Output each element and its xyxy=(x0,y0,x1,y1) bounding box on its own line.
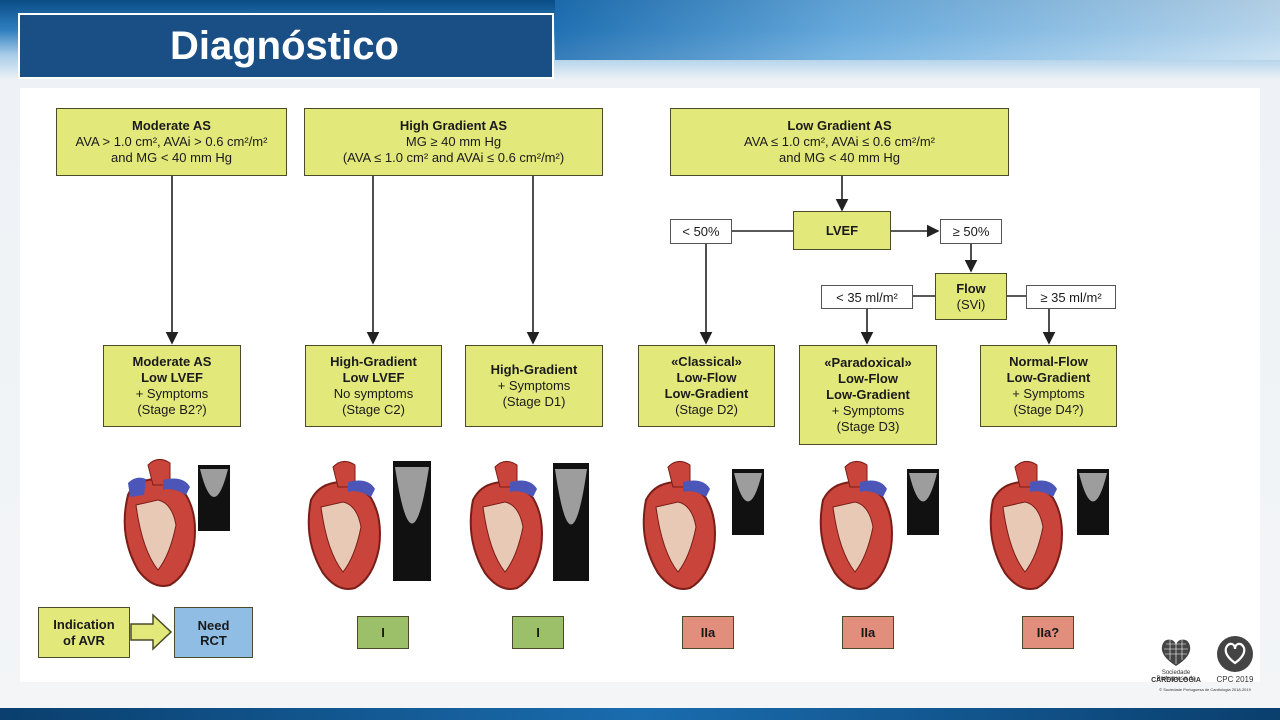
stage-d2-line2: Low-Flow xyxy=(676,370,737,385)
stage-c2-sub1: No symptoms xyxy=(333,386,414,401)
stage-d1-line1: High-Gradient xyxy=(490,362,578,377)
stage-box-c2: High-Gradient Low LVEF No symptoms (Stag… xyxy=(305,345,442,427)
lvef-box: LVEF xyxy=(793,211,891,250)
stage-c2-line2: Low LVEF xyxy=(342,370,405,385)
stage-d1-sub2: (Stage D1) xyxy=(502,394,566,409)
flow-low-text: < 35 ml/m² xyxy=(836,289,898,305)
low-gradient-as-line2: and MG < 40 mm Hg xyxy=(778,150,901,165)
stage-d2-sub1: (Stage D2) xyxy=(675,402,738,417)
legend-indication-text: Indication of AVR xyxy=(53,616,115,648)
stage-c2-line1: High-Gradient xyxy=(330,354,417,369)
class-box-d3: IIa xyxy=(842,616,894,649)
low-gradient-as-line1: AVA ≤ 1.0 cm², AVAi ≤ 0.6 cm²/m² xyxy=(743,134,935,149)
slide-title: Diagnóstico xyxy=(170,23,399,68)
spc-logo-name: CARDIOLOGIA xyxy=(1151,677,1201,684)
stage-d3-sub1: + Symptoms xyxy=(831,403,905,418)
stage-b2-sub2: (Stage B2?) xyxy=(137,402,207,417)
high-gradient-as-box: High Gradient AS MG ≥ 40 mm Hg (AVA ≤ 1.… xyxy=(304,108,603,176)
heart-illustration-1 xyxy=(123,459,230,587)
class-box-d1: I xyxy=(512,616,564,649)
heart-illustration-2 xyxy=(307,461,431,590)
lvef-low-label: < 50% xyxy=(670,219,732,244)
stage-d2-line1: «Classical» xyxy=(671,354,742,369)
lvef-high-text: ≥ 50% xyxy=(952,224,990,239)
flow-sub: (SVi) xyxy=(956,296,986,312)
lvef-high-label: ≥ 50% xyxy=(940,219,1002,244)
flow-box: Flow (SVi) xyxy=(935,273,1007,320)
low-gradient-as-box: Low Gradient AS AVA ≤ 1.0 cm², AVAi ≤ 0.… xyxy=(670,108,1009,176)
lvef-low-text: < 50% xyxy=(682,224,720,239)
lvef-label: LVEF xyxy=(825,222,859,238)
flow-title: Flow xyxy=(956,280,986,296)
stage-box-d4: Normal-Flow Low-Gradient + Symptoms (Sta… xyxy=(980,345,1117,427)
stage-d3-line3: Low-Gradient xyxy=(826,387,910,402)
legend-arrow xyxy=(130,613,173,651)
moderate-as-box: Moderate AS AVA > 1.0 cm², AVAi > 0.6 cm… xyxy=(56,108,287,176)
high-gradient-as-line1: MG ≥ 40 mm Hg xyxy=(405,134,502,149)
stage-box-d2: «Classical» Low-Flow Low-Gradient (Stage… xyxy=(638,345,775,427)
stage-d2-line3: Low-Gradient xyxy=(664,386,749,401)
stage-d4-line1: Normal-Flow xyxy=(1009,354,1088,369)
heart-illustration-5 xyxy=(819,461,939,590)
spc-logo-icon xyxy=(1161,639,1191,666)
moderate-as-line1: AVA > 1.0 cm², AVAi > 0.6 cm²/m² xyxy=(75,134,268,149)
heart-illustration-3 xyxy=(469,461,589,590)
stage-c2-sub2: (Stage C2) xyxy=(342,402,405,417)
footer-bar xyxy=(0,708,1280,720)
class-d2-text: IIa xyxy=(700,625,716,640)
cpc-logo-icon xyxy=(1217,636,1253,672)
slide-title-box: Diagnóstico xyxy=(18,13,554,79)
spc-logo-org: Sociedade Portuguesa de xyxy=(1156,670,1196,682)
stage-d3-line2: Low-Flow xyxy=(838,371,898,386)
flow-high-text: ≥ 35 ml/m² xyxy=(1040,289,1102,305)
class-box-d2: IIa xyxy=(682,616,734,649)
logo-copyright: © Sociedade Portuguesa de Cardiologia 20… xyxy=(1159,687,1251,692)
header-banner-decoration xyxy=(555,0,1280,60)
heart-illustration-4 xyxy=(642,461,764,590)
legend-need-rct-text: Need RCT xyxy=(197,617,230,648)
stage-box-d1: High-Gradient + Symptoms (Stage D1) xyxy=(465,345,603,427)
legend-indication-box: Indication of AVR xyxy=(38,607,130,658)
stage-d4-sub1: + Symptoms xyxy=(1012,386,1085,401)
moderate-as-line2: and MG < 40 mm Hg xyxy=(110,150,233,165)
flow-low-label: < 35 ml/m² xyxy=(821,285,913,309)
low-gradient-as-title: Low Gradient AS xyxy=(787,118,892,133)
stage-d4-line2: Low-Gradient xyxy=(1006,370,1091,385)
class-d4-text: IIa? xyxy=(1036,625,1060,640)
high-gradient-as-title: High Gradient AS xyxy=(399,118,508,133)
stage-b2-line1: Moderate AS xyxy=(132,354,212,369)
stage-d3-sub2: (Stage D3) xyxy=(836,419,900,434)
stage-b2-line2: Low LVEF xyxy=(141,370,203,385)
stage-d1-sub1: + Symptoms xyxy=(497,378,571,393)
stage-box-b2: Moderate AS Low LVEF + Symptoms (Stage B… xyxy=(103,345,241,427)
high-gradient-as-line2: (AVA ≤ 1.0 cm² and AVAi ≤ 0.6 cm²/m²) xyxy=(342,150,565,165)
stage-b2-sub1: + Symptoms xyxy=(135,386,209,401)
class-c2-text: I xyxy=(381,625,385,640)
class-box-d4: IIa? xyxy=(1022,616,1074,649)
class-d1-text: I xyxy=(536,625,540,640)
class-box-c2: I xyxy=(357,616,409,649)
legend-need-rct-box: Need RCT xyxy=(174,607,253,658)
stage-d3-line1: «Paradoxical» xyxy=(824,355,912,370)
heart-illustration-6 xyxy=(989,461,1109,590)
moderate-as-title: Moderate AS xyxy=(132,118,211,133)
class-d3-text: IIa xyxy=(860,625,876,640)
cpc-logo-label: CPC 2019 xyxy=(1216,675,1254,684)
flow-high-label: ≥ 35 ml/m² xyxy=(1026,285,1116,309)
stage-d4-sub2: (Stage D4?) xyxy=(1013,402,1084,417)
stage-box-d3: «Paradoxical» Low-Flow Low-Gradient + Sy… xyxy=(799,345,937,445)
